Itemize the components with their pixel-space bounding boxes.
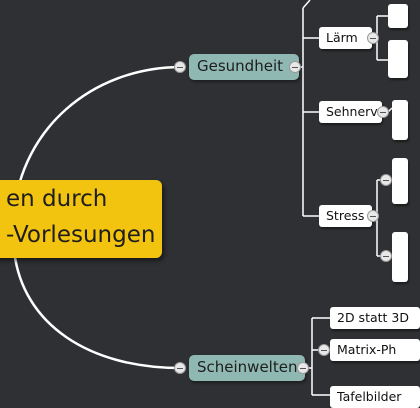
central-topic[interactable]: en durch -Vorlesungen xyxy=(0,180,162,258)
topic-gesundheit[interactable]: Gesundheit xyxy=(189,54,299,80)
collapse-toggle-gesundheit-icon[interactable] xyxy=(174,61,186,73)
subtopic-tafelbilder[interactable]: Tafelbilder xyxy=(330,386,420,408)
leaf-node[interactable] xyxy=(388,40,408,78)
leaf-node[interactable] xyxy=(392,100,408,140)
collapse-toggle-leaf-icon[interactable] xyxy=(380,174,392,186)
collapse-toggle-sehnerv-icon[interactable] xyxy=(377,106,389,118)
topic-scheinwelten[interactable]: Scheinwelten xyxy=(189,355,305,381)
collapse-toggle-scheinwelten-icon[interactable] xyxy=(174,362,186,374)
collapse-toggle-laerm-icon[interactable] xyxy=(367,32,379,44)
collapse-toggle-matrix-icon[interactable] xyxy=(318,344,330,356)
central-topic-line-1: en durch xyxy=(6,186,108,212)
subtopic-matrix-ph[interactable]: Matrix-Ph xyxy=(330,339,420,361)
collapse-toggle-stress-icon[interactable] xyxy=(367,210,379,222)
collapse-toggle-gesundheit-branch-icon[interactable] xyxy=(289,61,301,73)
leaf-node[interactable] xyxy=(388,4,408,28)
subtopic-2d-statt-3d[interactable]: 2D statt 3D xyxy=(330,307,420,329)
leaf-node[interactable] xyxy=(392,158,408,204)
central-topic-line-2: -Vorlesungen xyxy=(6,222,156,248)
leaf-node[interactable] xyxy=(392,232,408,282)
collapse-toggle-scheinwelten-branch-icon[interactable] xyxy=(297,362,309,374)
subtopic-sehnerv[interactable]: Sehnerv xyxy=(319,101,382,123)
subtopic-laerm[interactable]: Lärm xyxy=(319,27,372,49)
subtopic-stress[interactable]: Stress xyxy=(319,205,372,227)
collapse-toggle-leaf-icon[interactable] xyxy=(380,250,392,262)
